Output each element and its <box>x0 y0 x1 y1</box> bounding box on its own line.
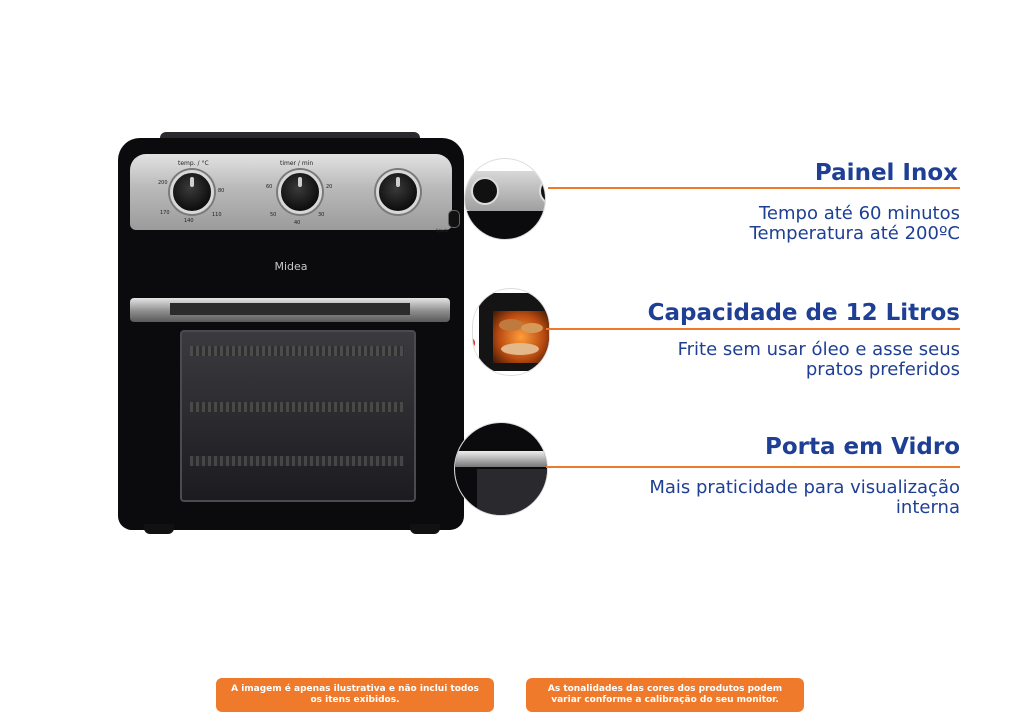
timer-tick: 30 <box>318 212 325 218</box>
timer-label: timer / min <box>280 160 314 167</box>
disclaimer-colors: As tonalidades das cores dos produtos po… <box>526 678 804 712</box>
temp-label: temp. / °C <box>178 160 209 167</box>
capacity-zoom-image <box>472 288 550 376</box>
temp-tick: 110 <box>212 212 222 218</box>
connector-line <box>546 466 960 468</box>
panel-zoom-image <box>464 158 546 240</box>
timer-tick: 20 <box>326 184 333 190</box>
feature-title-capacidade: Capacidade de 12 Litros <box>647 300 960 326</box>
feature-desc-line: Temperatura até 200ºC <box>749 223 960 244</box>
temp-tick: 140 <box>184 218 194 224</box>
feature-desc-line: Frite sem usar óleo e asse seus <box>677 339 960 360</box>
timer-knob <box>278 170 322 214</box>
door-handle <box>130 298 450 322</box>
timer-tick: 50 <box>270 212 277 218</box>
timer-tick: 60 <box>266 184 273 190</box>
temp-tick: 80 <box>218 188 225 194</box>
feature-desc-line: interna <box>895 497 960 518</box>
temp-tick: 200 <box>158 180 168 186</box>
disclaimer-illustrative: A imagem é apenas ilustrativa e não incl… <box>216 678 494 712</box>
feature-desc-line: Tempo até 60 minutos <box>758 203 960 224</box>
brand-logo: Midea <box>274 260 308 273</box>
timer-tick: 40 <box>294 220 301 226</box>
glass-door <box>180 330 416 502</box>
control-panel: temp. / °C timer / min 200 170 140 110 8… <box>130 154 460 233</box>
foot <box>144 524 174 534</box>
air-fryer-oven-image: temp. / °C timer / min 200 170 140 110 8… <box>114 132 470 540</box>
connector-line <box>548 187 960 189</box>
function-knob <box>376 170 420 214</box>
temperature-knob <box>170 170 214 214</box>
oven-top <box>160 132 420 142</box>
feature-title-painel: Painel Inox <box>814 160 958 186</box>
feature-desc-line: Mais praticidade para visualização <box>649 477 960 498</box>
door-zoom-image <box>454 422 548 516</box>
foot <box>410 524 440 534</box>
temp-tick: 170 <box>160 210 170 216</box>
connector-line <box>546 328 960 330</box>
oven-body: temp. / °C timer / min 200 170 140 110 8… <box>118 138 464 530</box>
feature-desc-line: pratos preferidos <box>805 359 960 380</box>
feature-title-porta: Porta em Vidro <box>765 434 960 460</box>
power-light-icon <box>448 210 460 228</box>
light-label: ligado <box>436 228 449 233</box>
